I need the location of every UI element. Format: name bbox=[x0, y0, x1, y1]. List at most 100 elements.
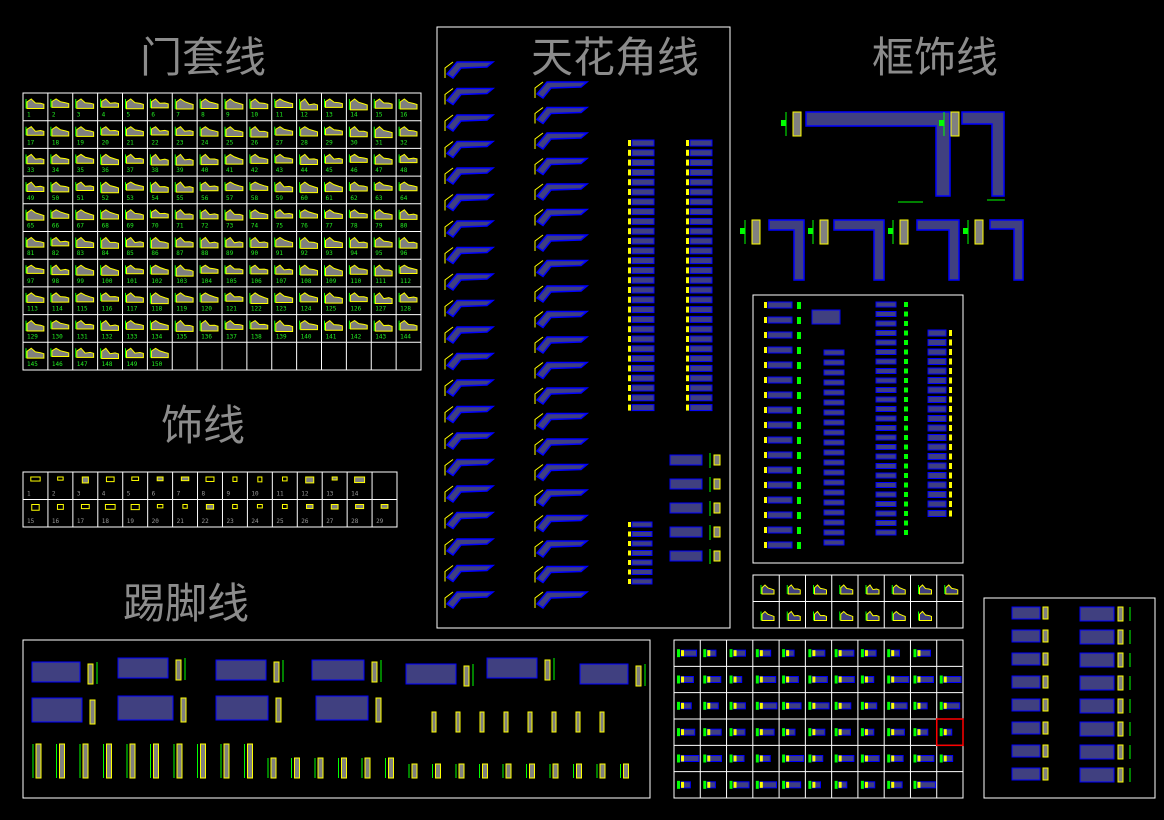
profile-number: 84 bbox=[102, 250, 110, 257]
dimension-mark bbox=[860, 754, 864, 763]
moulding-section bbox=[875, 358, 897, 365]
moulding-profile bbox=[76, 236, 95, 248]
moulding-section bbox=[767, 451, 793, 459]
profile-number: 28 bbox=[351, 518, 359, 525]
dimension-mark bbox=[740, 228, 745, 234]
moulding-section bbox=[631, 559, 653, 566]
ceiling-cornice-panel bbox=[436, 26, 731, 629]
skirting-profile bbox=[176, 743, 183, 779]
moulding-profile bbox=[76, 292, 95, 303]
dimension-mark bbox=[913, 675, 917, 684]
profile-edge bbox=[764, 407, 767, 413]
frame-moulding-corners bbox=[740, 111, 1024, 281]
dimension-mark bbox=[904, 359, 908, 364]
dimension-mark bbox=[939, 701, 943, 710]
profile-edge bbox=[786, 755, 790, 762]
profile-number: 109 bbox=[326, 278, 337, 285]
decor-profile bbox=[57, 476, 64, 481]
skirting-profile bbox=[505, 763, 512, 779]
profile-number: 60 bbox=[301, 195, 309, 202]
profile-number: 55 bbox=[176, 195, 184, 202]
moulding-section bbox=[875, 320, 897, 327]
profile-edge bbox=[764, 422, 767, 428]
profile-edge bbox=[686, 296, 689, 303]
dimension-mark bbox=[913, 728, 917, 737]
moulding-profile bbox=[840, 610, 854, 621]
cornice-outline bbox=[444, 88, 454, 105]
moulding-section bbox=[486, 657, 538, 679]
profile-number: 23 bbox=[226, 518, 234, 525]
moulding-section bbox=[1079, 675, 1115, 691]
dimension-mark bbox=[797, 347, 801, 354]
profile-number: 18 bbox=[52, 139, 60, 146]
moulding-section bbox=[631, 237, 655, 245]
cornice-profile bbox=[535, 208, 590, 227]
dimension-mark bbox=[887, 728, 891, 737]
cornice-outline bbox=[444, 512, 454, 529]
moulding-section bbox=[823, 529, 845, 536]
cornice-profile bbox=[445, 140, 496, 159]
cornice-outline bbox=[444, 220, 454, 237]
moulding-profile bbox=[26, 319, 45, 332]
moulding-section bbox=[823, 489, 845, 496]
moulding-section bbox=[117, 695, 174, 721]
dimension-mark bbox=[729, 728, 733, 737]
moulding-profile bbox=[150, 209, 169, 219]
moulding-section bbox=[631, 374, 655, 382]
dimension-mark bbox=[834, 780, 838, 789]
skirting-profile bbox=[551, 711, 557, 733]
moulding-section bbox=[875, 396, 897, 403]
profile-number: 51 bbox=[77, 195, 85, 202]
moulding-profile bbox=[101, 209, 119, 220]
moulding-section bbox=[689, 149, 713, 157]
profile-edge bbox=[628, 267, 631, 274]
profile-number: 96 bbox=[400, 250, 408, 257]
profile-edge bbox=[764, 362, 767, 368]
profile-edge bbox=[949, 368, 952, 374]
dimension-mark bbox=[904, 492, 908, 497]
dimension-mark bbox=[860, 649, 864, 658]
decor-profile bbox=[232, 476, 238, 482]
dimension-mark bbox=[808, 728, 812, 737]
moulding-profile bbox=[76, 264, 95, 276]
moulding-section bbox=[767, 421, 793, 429]
profile-number: 75 bbox=[276, 223, 284, 230]
profile-edge bbox=[949, 463, 952, 469]
moulding-profile bbox=[101, 153, 119, 166]
moulding-section bbox=[631, 296, 655, 304]
profile-number: 59 bbox=[276, 195, 284, 202]
dimension-mark bbox=[808, 754, 812, 763]
cornice-profile bbox=[535, 438, 590, 457]
cornice-outline bbox=[534, 489, 544, 506]
moulding-profile bbox=[76, 319, 95, 330]
profile-edge bbox=[759, 755, 763, 762]
dimension-mark bbox=[677, 701, 680, 710]
decor-profile bbox=[256, 504, 263, 509]
profile-edge bbox=[628, 228, 631, 235]
profile-number: 12 bbox=[301, 112, 309, 119]
moulding-section bbox=[669, 454, 703, 466]
dimension-mark bbox=[808, 780, 812, 789]
skirting-profile bbox=[411, 763, 418, 779]
frame-profile bbox=[751, 219, 761, 245]
moulding-section bbox=[927, 358, 947, 365]
profile-edge bbox=[812, 650, 816, 657]
profile-number: 15 bbox=[375, 112, 383, 119]
profile-number: 68 bbox=[102, 223, 110, 230]
profile-number: 123 bbox=[276, 306, 287, 313]
profile-edge bbox=[628, 257, 631, 264]
skirting-profile bbox=[317, 757, 324, 779]
profile-edge bbox=[838, 676, 842, 683]
moulding-section bbox=[823, 509, 845, 516]
dimension-mark bbox=[677, 649, 680, 658]
profile-number: 145 bbox=[27, 361, 38, 368]
profile-number: 65 bbox=[27, 223, 35, 230]
profile-number: 13 bbox=[326, 491, 334, 498]
moulding-profile bbox=[175, 292, 194, 303]
moulding-profile bbox=[399, 236, 418, 249]
profile-number: 52 bbox=[102, 195, 110, 202]
selected-cell-highlight bbox=[935, 718, 964, 747]
profile-edge bbox=[628, 541, 631, 546]
profile-edge bbox=[949, 425, 952, 431]
profile-edge bbox=[681, 755, 684, 762]
